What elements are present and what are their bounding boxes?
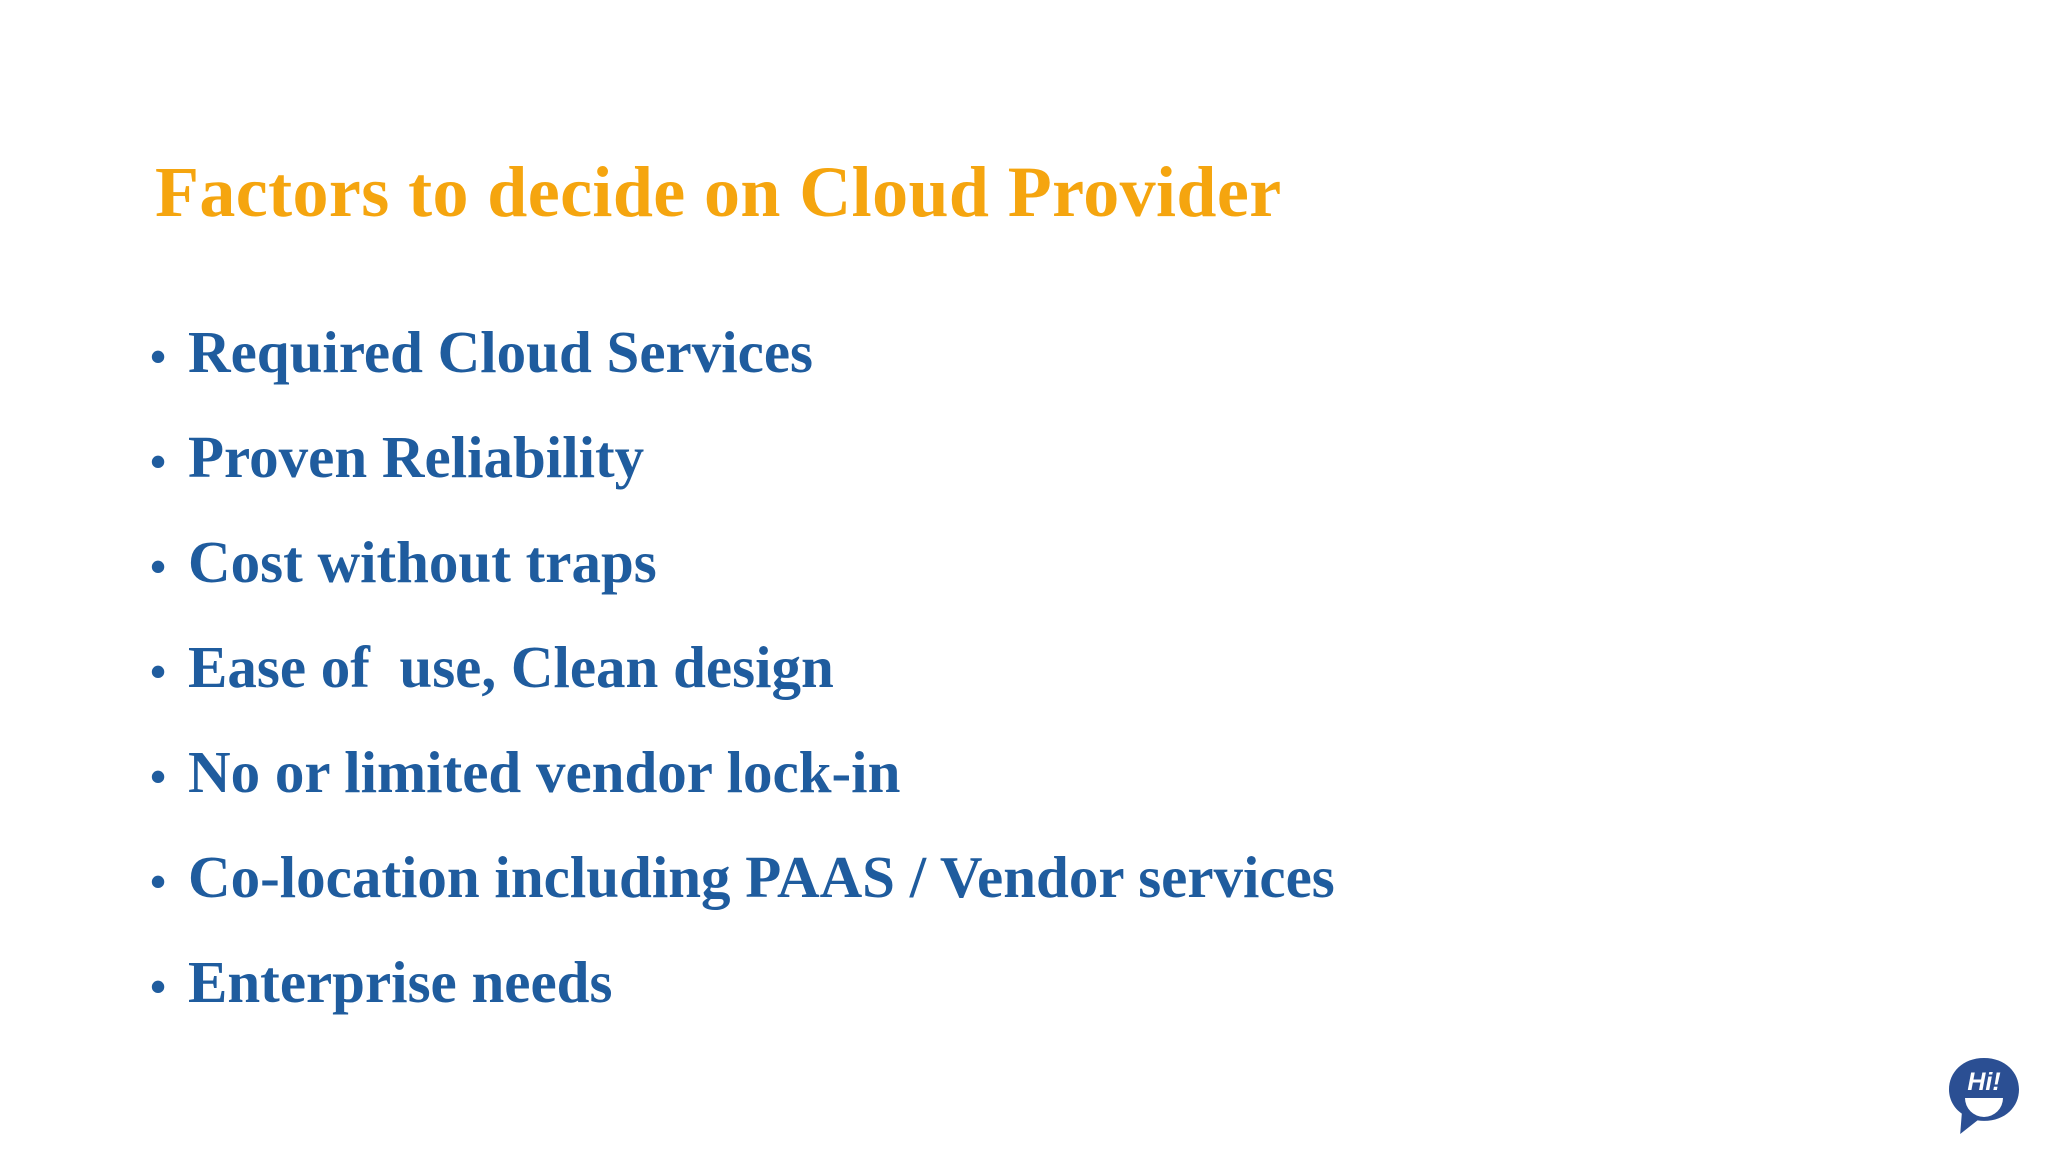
bullet-point-icon: • (150, 751, 167, 802)
chat-widget-label: Hi! (1967, 1068, 2000, 1096)
list-item-label: Co-location including PAAS / Vendor serv… (188, 844, 1335, 910)
list-item: • Required Cloud Services (150, 300, 1940, 405)
bullet-point-icon: • (150, 541, 167, 592)
list-item-label: Cost without traps (188, 529, 657, 595)
list-item: • Proven Reliability (150, 405, 1940, 510)
smile-icon (1965, 1098, 2003, 1117)
list-item-label: Required Cloud Services (188, 319, 813, 385)
chat-bubble-shape (1949, 1058, 2019, 1134)
list-item: • Enterprise needs (150, 930, 1940, 1035)
chat-widget-button[interactable]: Hi! (1938, 1050, 2030, 1142)
bullet-point-icon: • (150, 436, 167, 487)
list-item: • Cost without traps (150, 510, 1940, 615)
list-item: • Ease of use, Clean design (150, 615, 1940, 720)
bullet-point-icon: • (150, 646, 167, 697)
list-item-label: Enterprise needs (188, 949, 613, 1015)
list-item: • Co-location including PAAS / Vendor se… (150, 825, 1940, 930)
list-item-label: No or limited vendor lock-in (188, 739, 901, 805)
page-title: Factors to decide on Cloud Provider (155, 152, 1282, 233)
bullet-point-icon: • (150, 331, 167, 382)
list-item-label: Ease of use, Clean design (188, 634, 834, 700)
list-item: • No or limited vendor lock-in (150, 720, 1940, 825)
bullet-list: • Required Cloud Services • Proven Relia… (150, 300, 1940, 1035)
bullet-point-icon: • (150, 961, 167, 1012)
list-item-label: Proven Reliability (188, 424, 645, 490)
bullet-point-icon: • (150, 856, 167, 907)
chat-bubble-hi-icon[interactable]: Hi! (1938, 1050, 2030, 1142)
